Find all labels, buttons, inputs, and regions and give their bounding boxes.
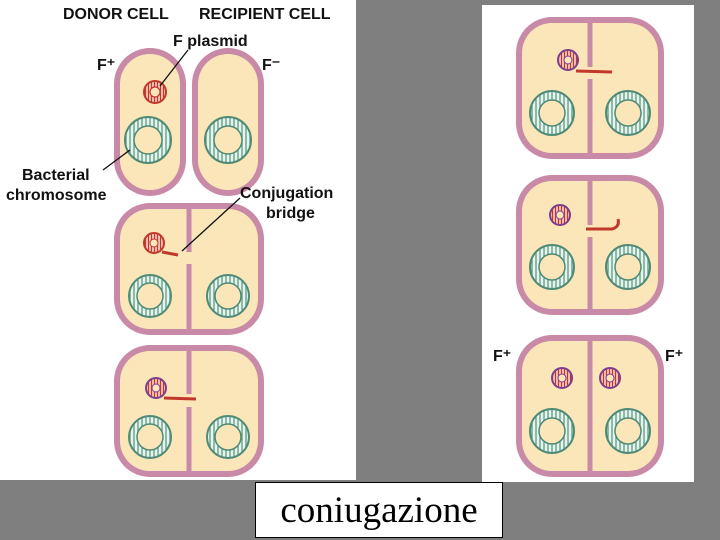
stage2-chromosomes [128,274,250,318]
stage3-chromosomes [128,415,250,459]
right-diagram-panel [482,5,694,482]
conjugation-label: Conjugation [240,185,334,202]
left-diagram-panel: DONOR CELL RECIPIENT CELL F plasmid F⁺ F… [0,0,356,480]
stage3-mating-pair [114,345,264,477]
bridge-leader [181,197,241,252]
bridge-label: bridge [266,205,315,222]
stage2-mating-pair [114,203,264,335]
right-f-plus-right-label: F⁺ [665,348,684,365]
f-plasmid-label: F plasmid [173,33,248,50]
donor-cell-label: DONOR CELL [63,6,169,23]
bacterial-label: Bacterial [22,167,90,184]
stage4-f-plasmid [557,49,613,74]
f-plasmid-leader [159,49,189,87]
stage1-f-plasmid [143,80,167,104]
chromosome-leader [102,149,131,171]
stage5-mating-pair [516,175,664,315]
f-plus-label: F⁺ [97,57,116,74]
conjugation-stages-right [516,17,664,477]
stage4-mating-pair [516,17,664,159]
recipient-cell-label: RECIPIENT CELL [199,6,331,23]
f-minus-label: F⁻ [262,57,281,74]
stage3-f-plasmid [145,377,197,401]
stage5-f-plasmid [549,204,620,231]
caption-box: coniugazione [255,482,503,538]
chromosome-label: chromosome [6,187,107,204]
stage6-chromosomes [529,408,651,454]
stage6-f-plasmids [551,367,621,389]
stage1-recipient-chromosome [204,116,252,164]
conjugation-stages-left [102,48,264,477]
stage1-donor-chromosome [124,116,172,164]
right-f-plus-left-label: F⁺ [493,348,512,365]
stage2-f-plasmid [143,232,179,257]
stage4-chromosomes [529,90,651,136]
stage5-chromosomes [529,244,651,290]
stage6-cell-pair [516,335,664,477]
caption-text: coniugazione [280,489,478,531]
